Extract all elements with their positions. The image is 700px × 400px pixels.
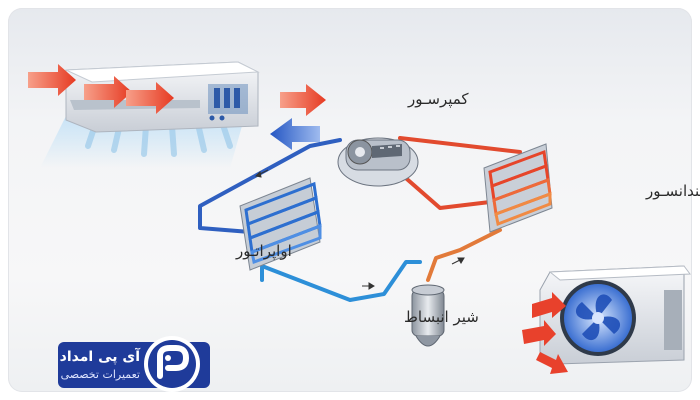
brand-subtitle: تعمیرات تخصصی — [60, 368, 140, 381]
liquid-line — [426, 228, 502, 282]
suction-line — [198, 138, 342, 234]
compressor-icon — [337, 137, 419, 187]
evaporator-coil — [239, 177, 322, 271]
condenser-inlet — [398, 136, 522, 154]
expansion-valve-label: شیر انبساط — [404, 308, 479, 326]
flow-direction-arrows — [270, 84, 326, 150]
brand-title: آی پی امداد — [59, 349, 140, 365]
condenser-coil — [483, 143, 553, 233]
evaporator-label: اواپراتـور — [235, 242, 292, 261]
brand-mark-icon — [144, 336, 200, 392]
condenser-label: کندانسـور — [645, 182, 700, 200]
refrigerant-lines — [198, 136, 522, 302]
evaporator-feed — [260, 260, 422, 302]
discharge-line — [390, 164, 492, 210]
expansion-valve-icon — [411, 284, 445, 347]
brand-logo: آی پی امداد تعمیرات تخصصی — [58, 336, 210, 392]
fan-icon — [575, 294, 621, 341]
warm-air-arrows — [28, 64, 174, 114]
pipe-flow-arrows — [254, 169, 465, 290]
outdoor-unit — [522, 265, 691, 374]
compressor-label: کمپرسـور — [407, 90, 469, 109]
